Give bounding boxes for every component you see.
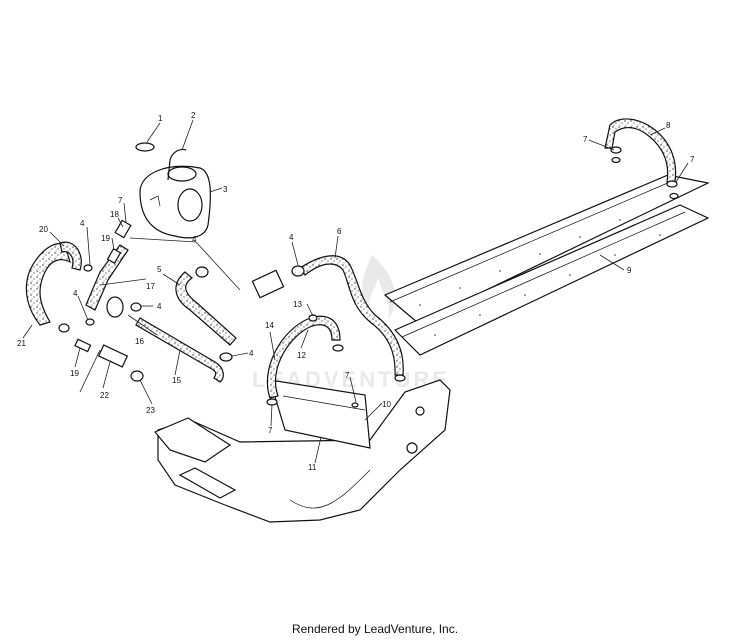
footer-credit: Rendered by LeadVenture, Inc.	[291, 622, 459, 636]
hose-20-upper	[59, 241, 82, 271]
hose-5	[175, 271, 237, 346]
callout-labels: 1 2 3 4 4 4 4 4 4 5 6 7 7 7 7 7 8 9 10 1…	[17, 111, 695, 472]
callout-12: 12	[297, 351, 306, 360]
callout-13: 13	[293, 300, 302, 309]
callout-7: 7	[345, 371, 350, 380]
callout-16: 16	[135, 337, 144, 346]
callout-4: 4	[80, 219, 85, 228]
callout-9: 9	[627, 266, 632, 275]
fittings	[58, 146, 679, 408]
callout-7: 7	[118, 196, 123, 205]
callout-17: 17	[146, 282, 155, 291]
callout-4: 4	[192, 235, 197, 244]
callout-8: 8	[666, 121, 671, 130]
callout-4: 4	[157, 302, 162, 311]
callout-1: 1	[158, 114, 163, 123]
callout-21: 21	[17, 339, 26, 348]
callout-19: 19	[70, 369, 79, 378]
callout-4: 4	[249, 349, 254, 358]
callout-18: 18	[110, 210, 119, 219]
hose-8	[604, 118, 677, 183]
callout-5: 5	[157, 265, 162, 274]
callout-3: 3	[223, 185, 228, 194]
callout-10: 10	[382, 400, 391, 409]
chassis-bulkhead	[154, 379, 451, 523]
callout-7: 7	[583, 135, 588, 144]
callout-7: 7	[690, 155, 695, 164]
callout-2: 2	[191, 111, 196, 120]
cap-gasket	[135, 142, 155, 152]
leader-lines	[22, 119, 689, 464]
callout-19: 19	[101, 234, 110, 243]
callout-22: 22	[100, 391, 109, 400]
hose-20	[25, 243, 71, 326]
hose-14	[266, 315, 341, 399]
dipstick	[167, 148, 187, 181]
callout-11: 11	[308, 463, 317, 472]
hose-6	[299, 255, 404, 376]
callout-7: 7	[268, 426, 273, 435]
oil-tank	[139, 165, 211, 239]
callout-4: 4	[73, 289, 78, 298]
callout-23: 23	[146, 406, 155, 415]
hose-17	[85, 244, 129, 311]
callout-20: 20	[39, 225, 48, 234]
callout-14: 14	[265, 321, 274, 330]
callout-6: 6	[337, 227, 342, 236]
callout-4: 4	[289, 233, 294, 242]
callout-15: 15	[172, 376, 181, 385]
tunnel-rails	[383, 174, 710, 356]
